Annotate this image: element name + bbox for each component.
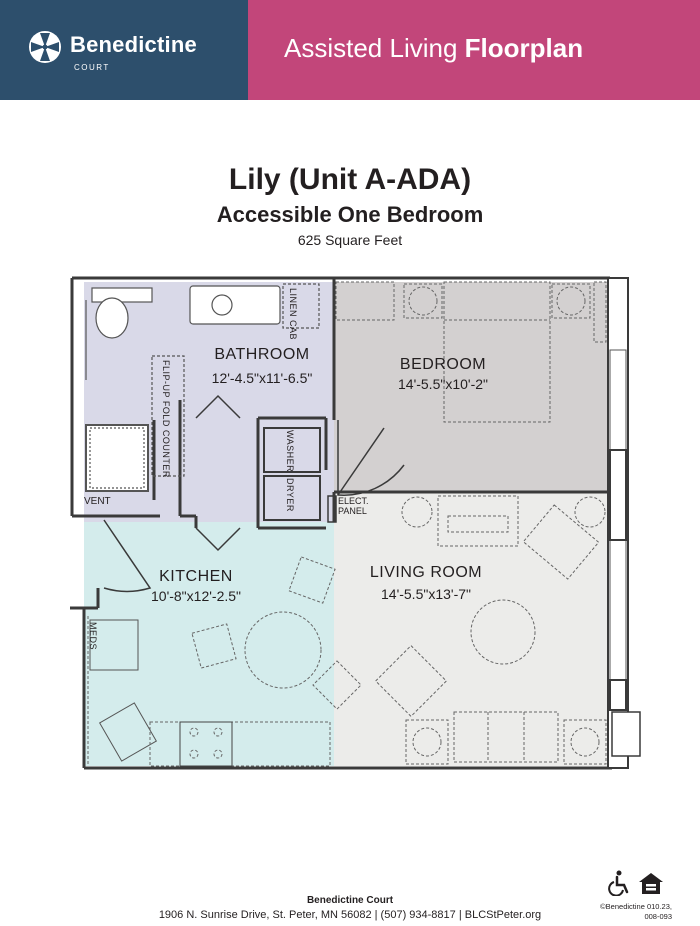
equal-housing-icon <box>639 873 663 894</box>
header-title-panel <box>248 0 700 100</box>
floorplan: BATHROOM 12'-4.5"x11'-6.5" BEDROOM 14'-5… <box>0 270 700 770</box>
brand-subtitle: COURT <box>74 63 110 72</box>
brand-name: Benedictine <box>70 32 197 57</box>
header-title-light: Assisted Living <box>284 33 458 63</box>
copyright-notice: ©Benedictine 010.23, 008-093 <box>600 902 672 922</box>
copyright-line-1: ©Benedictine 010.23, <box>600 902 672 911</box>
footer-address: 1906 N. Sunrise Drive, St. Peter, MN 560… <box>158 909 542 921</box>
linen-cab-label: LINEN CAB <box>288 288 298 341</box>
living-room-dims: 14'-5.5"x13'-7" <box>380 586 472 602</box>
header-title-bold: Floorplan <box>464 33 584 63</box>
floorplan-drawing <box>70 276 641 770</box>
living-room-label: LIVING ROOM <box>369 564 483 581</box>
bedroom-area <box>334 282 610 492</box>
meds-label: MEDS <box>88 622 98 651</box>
bedroom-label: BEDROOM <box>399 356 487 373</box>
living-area <box>334 492 610 766</box>
footer-facility-name: Benedictine Court <box>306 895 394 906</box>
bathroom-label: BATHROOM <box>214 346 310 363</box>
copyright-line-2: 008-093 <box>644 912 672 921</box>
unit-area: 625 Square Feet <box>297 232 403 248</box>
unit-subtitle: Accessible One Bedroom <box>216 202 484 227</box>
cross-logo-icon <box>29 31 61 63</box>
unit-title: Lily (Unit A-ADA) <box>228 163 472 196</box>
elect-panel-label: ELECT. PANEL <box>338 496 369 516</box>
bedroom-dims: 14'-5.5"x10'-2" <box>397 376 489 392</box>
kitchen-area <box>84 522 334 766</box>
washer-label: WASHER <box>285 430 295 473</box>
kitchen-label: KITCHEN <box>159 568 233 585</box>
header-title: Assisted Living Floorplan <box>284 33 583 64</box>
kitchen-dims: 10'-8"x12'-2.5" <box>150 588 242 604</box>
bathroom-dims: 12'-4.5"x11'-6.5" <box>211 370 313 386</box>
dryer-label: DRYER <box>285 478 295 512</box>
wheelchair-accessible-icon <box>608 870 629 896</box>
header-brand-panel: Benedictine COURT <box>0 0 248 100</box>
vent-label: VENT <box>84 496 111 507</box>
flip-up-counter-label: FLIP-UP FOLD COUNTER <box>161 360 171 478</box>
